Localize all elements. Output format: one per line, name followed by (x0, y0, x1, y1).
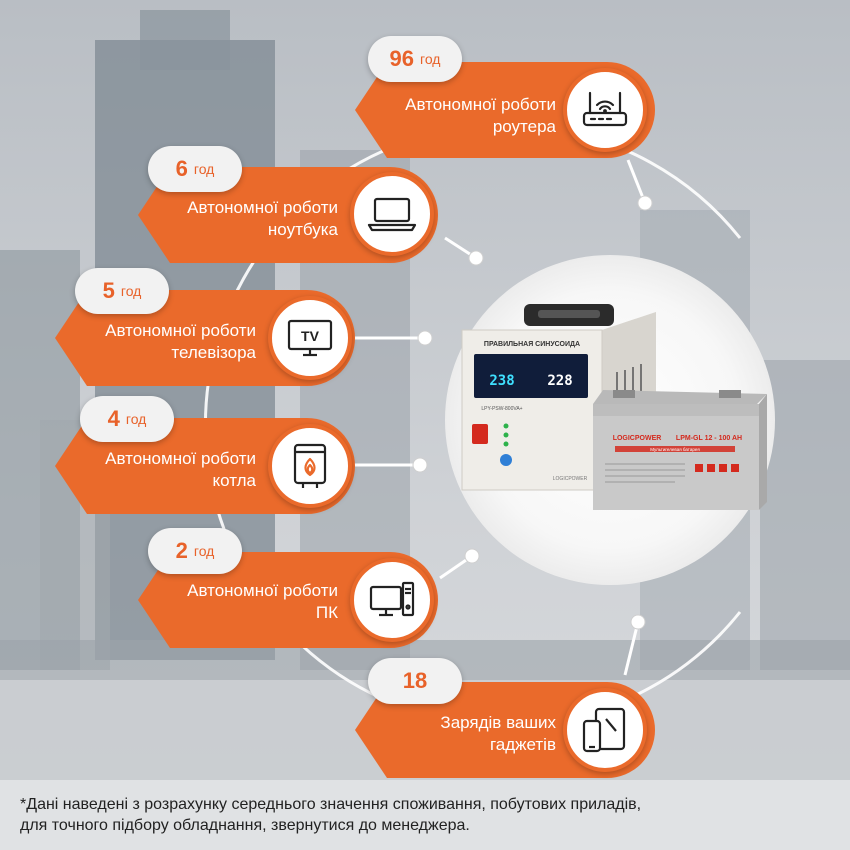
feature-label: Автономної роботи ПК (140, 580, 338, 624)
feature-label: Автономної роботи ноутбука (140, 197, 338, 241)
feature-label-line1: Автономної роботи (105, 449, 256, 468)
value-badge: 18 (368, 658, 462, 704)
display-left: 238 (489, 373, 514, 389)
boiler-icon (268, 424, 352, 508)
tv-icon-text: TV (301, 328, 320, 344)
value-number: 6 (175, 156, 188, 181)
value-badge: 6 год (148, 146, 242, 192)
router-icon (563, 68, 647, 152)
feature-label: Автономної роботи роутера (360, 94, 556, 138)
inverter-model: LPY-PSW-800VA+ (481, 406, 522, 412)
value-badge: 96 год (368, 36, 462, 82)
feature-label-line1: Автономної роботи (187, 581, 338, 600)
value-unit: год (420, 51, 441, 67)
feature-label-line1: Автономної роботи (405, 95, 556, 114)
feature-label: Зарядів ваших гаджетів (360, 712, 556, 756)
battery-model: LPM-GL 12 - 100 AH (676, 435, 742, 442)
value-unit: год (125, 411, 147, 427)
feature-label-line2: ноутбука (267, 220, 338, 239)
value-badge: 2 год (148, 528, 242, 574)
value-number: 2 (175, 538, 188, 563)
tv-icon: TV (268, 296, 352, 380)
footnote: *Дані наведені з розрахунку середнього з… (20, 794, 830, 836)
laptop-icon (350, 172, 434, 256)
battery-type: Мультигелевая батарея (650, 447, 700, 452)
value-number: 18 (402, 668, 428, 693)
value-number: 4 (107, 406, 120, 431)
feature-label-line2: ПК (315, 603, 338, 622)
feature-label: Автономної роботи котла (58, 448, 256, 492)
feature-label: Автономної роботи телевізора (58, 320, 256, 364)
value-number: 96 (389, 46, 415, 71)
feature-label-line2: роутера (492, 117, 556, 136)
feature-label-line1: Зарядів ваших (440, 713, 556, 732)
value-badge: 5 год (75, 268, 169, 314)
feature-label-line2: котла (212, 471, 257, 490)
battery-device: LOGICPOWER LPM-GL 12 - 100 AH Мультигеле… (593, 390, 767, 510)
battery-brand: LOGICPOWER (613, 435, 662, 442)
value-unit: год (120, 283, 142, 299)
pc-icon (350, 558, 434, 642)
footnote-line2: для точного підбору обладнання, звернути… (20, 817, 470, 834)
feature-label-line2: телевізора (171, 343, 256, 362)
feature-label-line2: гаджетів (489, 735, 556, 754)
inverter-label: ПРАВИЛЬНАЯ СИНУСОИДА (484, 341, 580, 348)
value-number: 5 (102, 278, 115, 303)
value-unit: год (193, 161, 215, 177)
feature-label-line1: Автономної роботи (105, 321, 256, 340)
display-right: 228 (547, 373, 572, 389)
value-unit: год (193, 543, 215, 559)
feature-label-line1: Автономної роботи (187, 198, 338, 217)
gadgets-icon (563, 688, 647, 772)
value-badge: 4 год (80, 396, 174, 442)
inverter-brand: LOGICPOWER (553, 476, 588, 482)
footnote-line1: *Дані наведені з розрахунку середнього з… (20, 796, 642, 813)
